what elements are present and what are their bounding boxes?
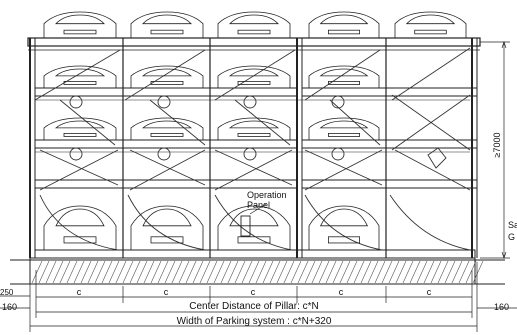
car-level1-bay1 bbox=[43, 11, 117, 38]
bay-dimension-lines bbox=[0, 262, 517, 332]
bay-label-5: c bbox=[427, 287, 432, 297]
right-label-line1: Sa bbox=[508, 220, 517, 230]
left-dimension-top: 250 bbox=[0, 288, 14, 297]
car-level2-bay1 bbox=[43, 65, 117, 88]
car-level2-bay4 bbox=[308, 65, 380, 88]
car-level1-bay4 bbox=[308, 11, 380, 38]
right-label-line2: G bbox=[508, 232, 515, 242]
lift-mechanism bbox=[34, 47, 471, 251]
car-level4-bay4 bbox=[308, 205, 380, 250]
bay-label-2: c bbox=[164, 287, 169, 297]
car-level4-bay2 bbox=[130, 205, 204, 250]
car-level1-bay2 bbox=[130, 11, 204, 38]
car-level4-bay1 bbox=[43, 205, 117, 250]
bay-label-1: c bbox=[77, 287, 82, 297]
height-dimension bbox=[480, 40, 510, 260]
car-level4-bay3 bbox=[217, 205, 291, 250]
car-level1-bay5 bbox=[394, 11, 467, 38]
car-level3-bay3 bbox=[217, 117, 291, 140]
car-silhouettes bbox=[43, 11, 467, 250]
left-dimension-bottom: 160 bbox=[2, 302, 17, 312]
ground-foundation bbox=[10, 257, 505, 285]
operation-panel-label-line2: Panel bbox=[247, 200, 270, 210]
car-level3-bay4 bbox=[308, 117, 380, 140]
car-level1-bay3 bbox=[217, 11, 291, 38]
car-level3-bay1 bbox=[43, 117, 117, 140]
car-level2-bay2 bbox=[130, 65, 204, 88]
operation-panel-label-line1: Operation bbox=[247, 190, 287, 200]
system-width-label: Width of Parking system : c*N+320 bbox=[177, 316, 332, 327]
right-dimension-bottom: 160 bbox=[494, 302, 509, 312]
height-label: ≥7000 bbox=[492, 133, 502, 158]
car-level3-bay2 bbox=[130, 117, 204, 140]
bay-label-3: c bbox=[251, 287, 256, 297]
operation-panel: Operation Panel bbox=[240, 190, 287, 237]
center-distance-label: Center Distance of Pillar: c*N bbox=[189, 301, 319, 312]
bay-label-4: c bbox=[339, 287, 344, 297]
car-level2-bay3 bbox=[217, 65, 291, 88]
